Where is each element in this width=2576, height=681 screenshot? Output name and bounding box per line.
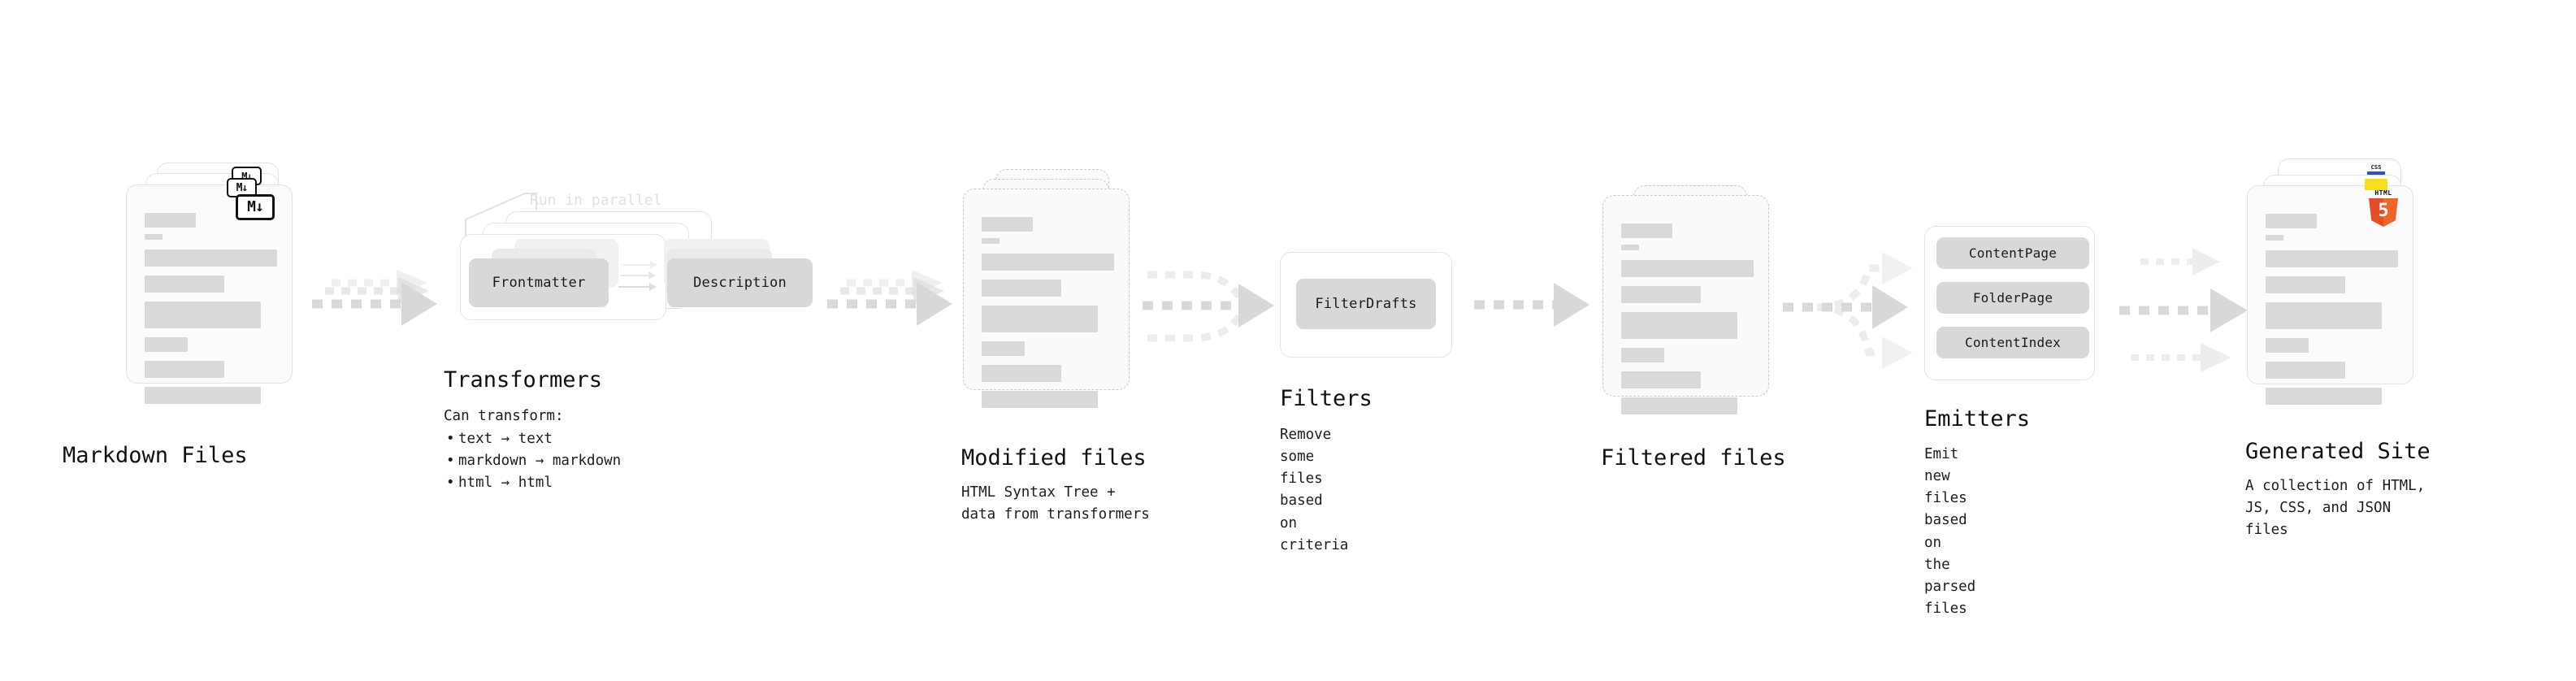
connector-modified-to-filters [1136, 260, 1282, 358]
triple-arrow-svg [827, 270, 952, 326]
js-badge [2365, 179, 2387, 190]
connector-transformers-to-modified [822, 268, 969, 349]
card-content-lines [982, 217, 1114, 414]
stage-markdown-files: M↓ M↓ M↓ Markdown Files [63, 163, 313, 468]
chip-filterdrafts[interactable]: FilterDrafts [1296, 279, 1436, 329]
html5-badge-digit: 5 [2378, 201, 2389, 221]
chip-description[interactable]: Description [667, 258, 813, 307]
chip-frontmatter[interactable]: Frontmatter [469, 258, 609, 307]
description-modified-files: HTML Syntax Tree + data from transformer… [961, 484, 1150, 523]
chip-contentpage[interactable]: ContentPage [1936, 237, 2089, 269]
modified-card-front [963, 189, 1130, 408]
stage-generated-site: CSS HTML 5 Generated Site A collection o… [2245, 158, 2442, 538]
connector-filters-to-filtered [1469, 283, 1599, 341]
merge-arrow-svg [1143, 271, 1274, 342]
card-content-lines [2266, 214, 2398, 411]
caption-filtered-files: Filtered files [1601, 445, 1786, 471]
chip-contentindex[interactable]: ContentIndex [1936, 327, 2089, 358]
css-badge-bar [2367, 171, 2385, 175]
inner-arrow-front [618, 283, 657, 291]
html5-badge-label: HTML [2374, 189, 2392, 197]
caption-transformers: Transformers [444, 367, 603, 393]
css-badge-label: CSS [2370, 164, 2382, 171]
description-emitters: Emit new files based on the parsed files [1924, 446, 1976, 617]
chip-frontmatter-label: Frontmatter [492, 275, 586, 291]
stage-modified-files: Modified files HTML Syntax Tree + data f… [961, 169, 1150, 523]
transformers-bullets: Can transform: text → text markdown → ma… [444, 406, 621, 495]
triple-parallel-arrow-svg [2119, 248, 2248, 372]
css-badge: CSS [2367, 165, 2385, 175]
description-filters: Remove some files based on criteria [1280, 427, 1349, 553]
caption-markdown-files: Markdown Files [63, 443, 248, 468]
chip-folderpage-label: FolderPage [1972, 290, 2053, 306]
filtered-card-front [1602, 195, 1769, 414]
chip-contentindex-label: ContentIndex [1965, 335, 2061, 350]
bullet-item: markdown → markdown [446, 450, 621, 472]
connector-filtered-to-emitters [1778, 244, 1924, 374]
chip-contentpage-label: ContentPage [1968, 245, 2058, 261]
inner-arrow-back [622, 261, 657, 269]
connector-emitters-to-generated [2113, 234, 2259, 380]
caption-modified-files: Modified files [961, 445, 1147, 471]
bullets-list: text → text markdown → markdown html → h… [444, 428, 621, 495]
html5-badge: HTML 5 [2367, 189, 2400, 227]
chip-folderpage[interactable]: FolderPage [1936, 282, 2089, 314]
single-arrow-svg [1474, 283, 1589, 327]
card-content-lines [145, 213, 277, 410]
triple-arrow-svg [312, 270, 437, 326]
bullet-item: html → html [446, 472, 621, 494]
bullets-header: Can transform: [444, 408, 564, 424]
description-generated-site: A collection of HTML, JS, CSS, and JSON … [2245, 478, 2426, 539]
split-arrow-svg [1783, 252, 1913, 369]
caption-filters: Filters [1280, 386, 1373, 411]
chip-filterdrafts-label: FilterDrafts [1315, 296, 1417, 312]
chip-description-label: Description [693, 275, 787, 291]
caption-emitters: Emitters [1924, 406, 2031, 432]
markdown-card-front [126, 184, 293, 404]
connector-markdown-to-transformers [307, 268, 453, 349]
caption-generated-site: Generated Site [2245, 439, 2431, 464]
inner-arrow-mid [621, 271, 656, 280]
card-content-lines [1621, 223, 1754, 421]
markdown-badge-icon: M↓ [236, 194, 275, 220]
stage-filtered-files: Filtered files [1601, 185, 1789, 471]
run-in-parallel-bracket [465, 193, 537, 244]
label-run-in-parallel: Run in parallel [530, 192, 662, 209]
bullet-item: text → text [446, 428, 621, 450]
